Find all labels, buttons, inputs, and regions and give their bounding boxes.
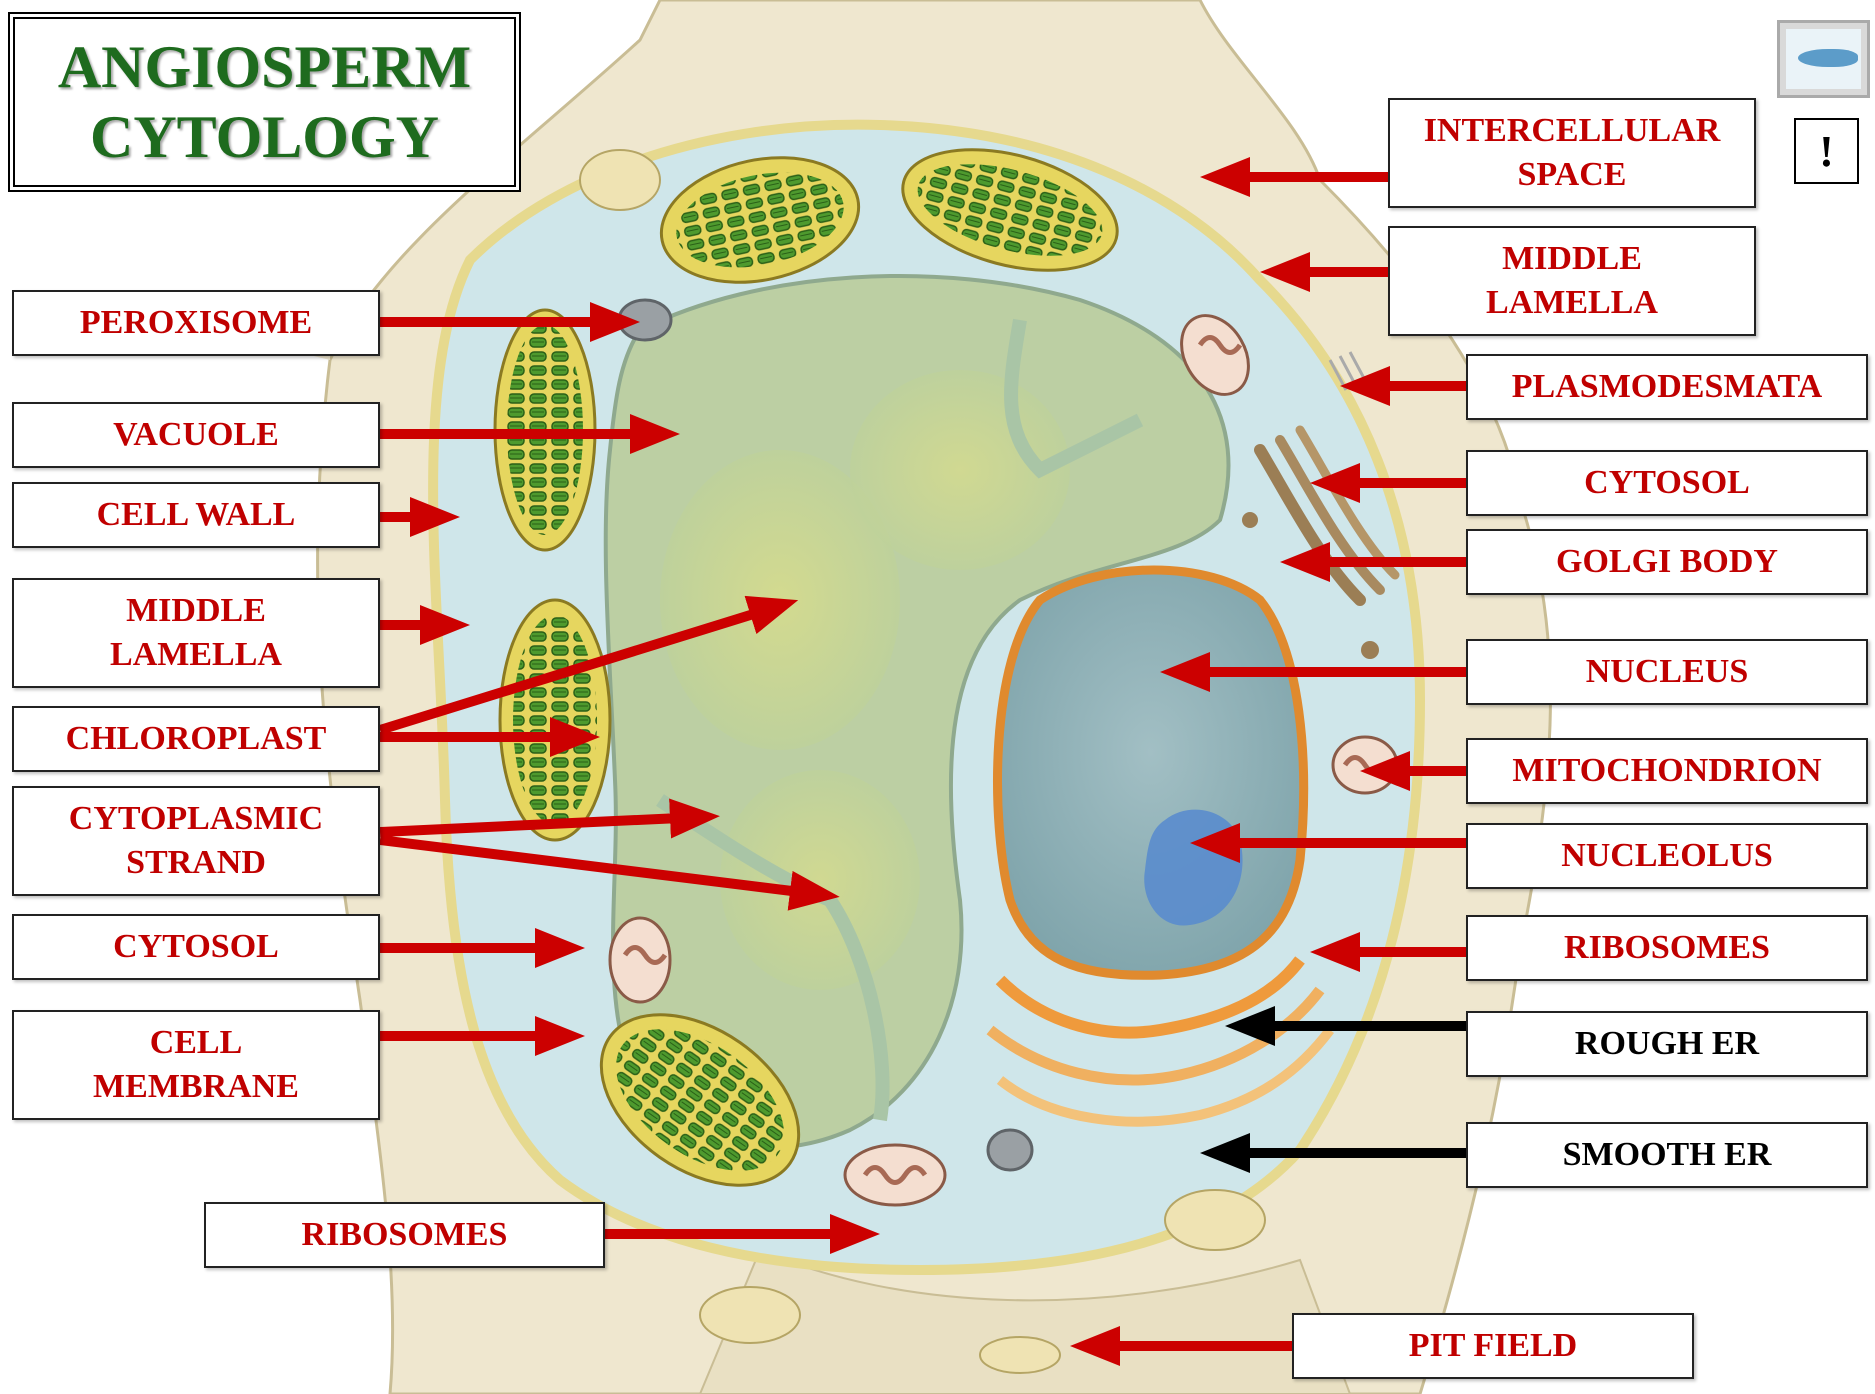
label-cell-membrane: CELL MEMBRANE — [12, 1010, 380, 1120]
label-cytoplasmic-strand-line1: CYTOPLASMIC — [69, 797, 323, 841]
label-vacuole-text: VACUOLE — [113, 413, 279, 457]
label-middle-lamella-right: MIDDLE LAMELLA — [1388, 226, 1756, 336]
label-ribosomes-left: RIBOSOMES — [204, 1202, 605, 1268]
label-cell-membrane-line1: CELL — [150, 1021, 243, 1065]
label-nucleolus: NUCLEOLUS — [1466, 823, 1868, 889]
label-plasmodesmata: PLASMODESMATA — [1466, 354, 1868, 420]
label-plasmodesmata-text: PLASMODESMATA — [1512, 365, 1822, 409]
label-middle-lamella-left: MIDDLE LAMELLA — [12, 578, 380, 688]
label-rough-er-text: ROUGH ER — [1575, 1022, 1759, 1066]
label-intercellular-space-line1: INTERCELLULAR — [1424, 109, 1721, 153]
label-cell-wall-text: CELL WALL — [97, 493, 296, 537]
slide-thumbnail-button[interactable] — [1777, 20, 1870, 98]
label-ribosomes-right: RIBOSOMES — [1466, 915, 1868, 981]
exclamation-button[interactable]: ! — [1794, 118, 1859, 184]
label-intercellular-space-line2: SPACE — [1518, 153, 1627, 197]
label-pit-field-text: PIT FIELD — [1409, 1324, 1577, 1368]
label-cytosol-left: CYTOSOL — [12, 914, 380, 980]
label-peroxisome-text: PEROXISOME — [80, 301, 312, 345]
label-chloroplast-text: CHLOROPLAST — [66, 717, 327, 761]
label-ribosomes-left-text: RIBOSOMES — [302, 1213, 508, 1257]
label-peroxisome: PEROXISOME — [12, 290, 380, 356]
label-cytosol-right-text: CYTOSOL — [1584, 461, 1750, 505]
label-pit-field: PIT FIELD — [1292, 1313, 1694, 1379]
label-nucleolus-text: NUCLEOLUS — [1561, 834, 1773, 878]
label-ribosomes-right-text: RIBOSOMES — [1564, 926, 1770, 970]
label-nucleus-text: NUCLEUS — [1586, 650, 1748, 694]
label-mitochondrion: MITOCHONDRION — [1466, 738, 1868, 804]
label-golgi-body: GOLGI BODY — [1466, 529, 1868, 595]
nucleus — [998, 570, 1304, 975]
label-golgi-body-text: GOLGI BODY — [1556, 540, 1778, 584]
label-middle-lamella-left-line2: LAMELLA — [110, 633, 282, 677]
title-line-1: ANGIOSPERM — [58, 32, 471, 102]
label-smooth-er-text: SMOOTH ER — [1563, 1133, 1772, 1177]
label-intercellular-space: INTERCELLULAR SPACE — [1388, 98, 1756, 208]
label-cell-wall: CELL WALL — [12, 482, 380, 548]
fish-thumbnail-icon — [1786, 29, 1861, 89]
label-mitochondrion-text: MITOCHONDRION — [1512, 749, 1821, 793]
label-cytoplasmic-strand-line2: STRAND — [126, 841, 266, 885]
label-middle-lamella-right-line1: MIDDLE — [1502, 237, 1642, 281]
label-cytoplasmic-strand: CYTOPLASMIC STRAND — [12, 786, 380, 896]
title-box: ANGIOSPERM CYTOLOGY — [8, 12, 521, 192]
label-chloroplast: CHLOROPLAST — [12, 706, 380, 772]
label-rough-er: ROUGH ER — [1466, 1011, 1868, 1077]
label-nucleus: NUCLEUS — [1466, 639, 1868, 705]
label-middle-lamella-right-line2: LAMELLA — [1486, 281, 1658, 325]
label-cytosol-right: CYTOSOL — [1466, 450, 1868, 516]
label-cytosol-left-text: CYTOSOL — [113, 925, 279, 969]
label-vacuole: VACUOLE — [12, 402, 380, 468]
label-middle-lamella-left-line1: MIDDLE — [126, 589, 266, 633]
title-line-2: CYTOLOGY — [90, 102, 439, 172]
label-smooth-er: SMOOTH ER — [1466, 1122, 1868, 1188]
label-cell-membrane-line2: MEMBRANE — [93, 1065, 299, 1109]
